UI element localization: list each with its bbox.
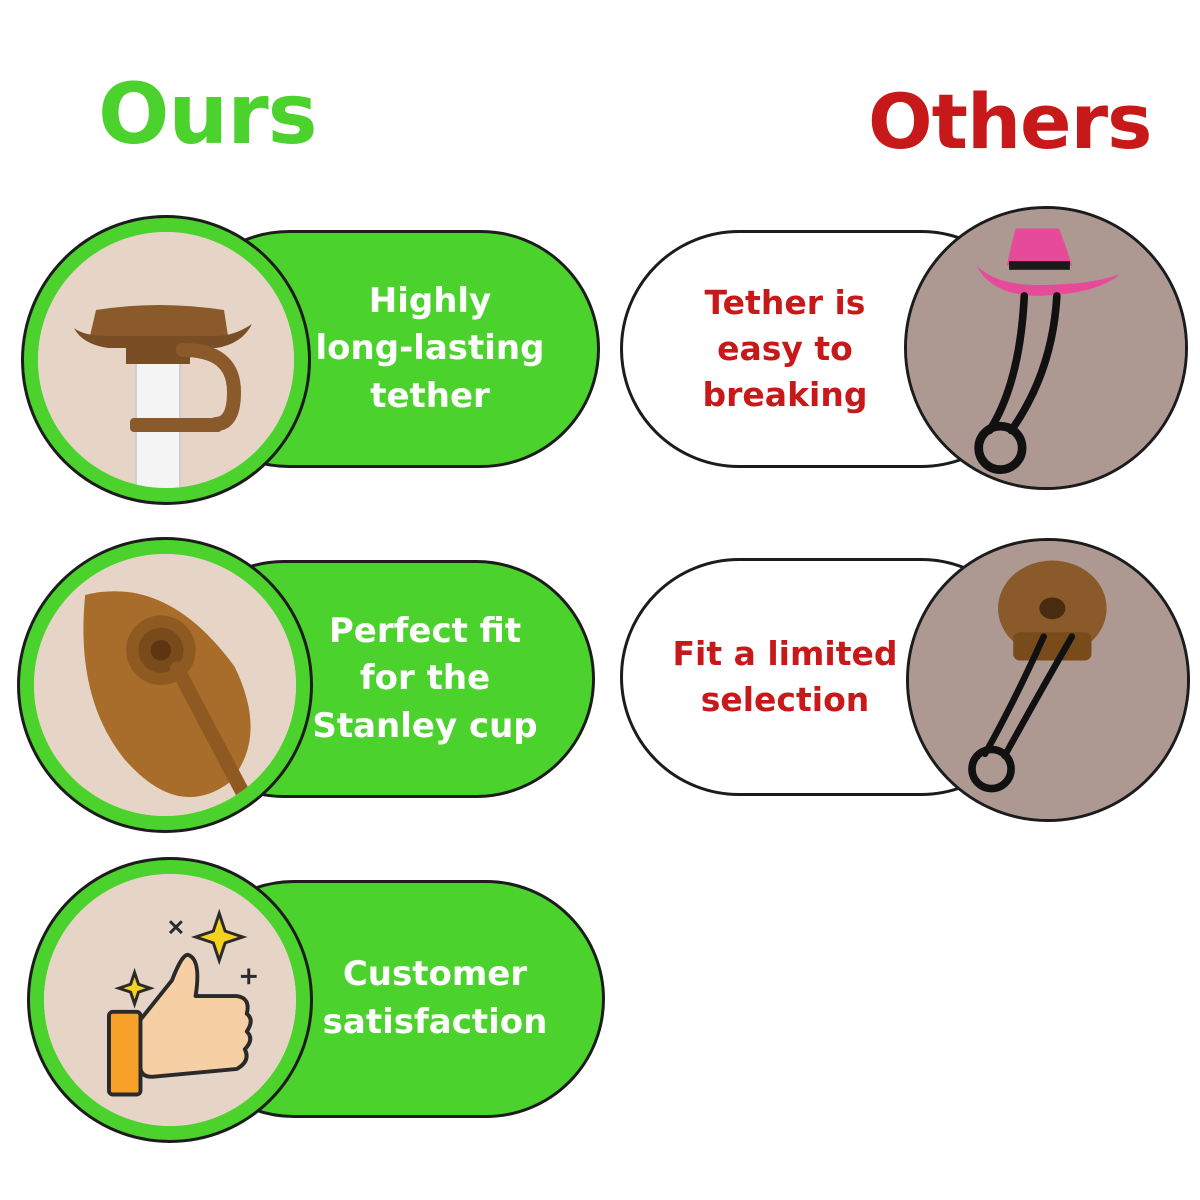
feature-text-line: Stanley cup [312,705,538,746]
ours-heading: Ours [98,65,318,163]
feature-text-line: Fit a limited [672,633,898,673]
feature-text-line: long-lasting [315,328,545,369]
feature-text-line: Perfect fit [328,610,522,651]
feature-text-line: selection [700,680,870,719]
feature-text-line: tether [370,375,490,416]
pink-cowboy-hat-black-tether-icon [904,206,1188,490]
thumbs-up-sparkles-icon [30,860,310,1140]
feature-text-line: easy to [717,328,853,368]
feature-text-line: Customer [342,954,528,995]
others-heading: Others [868,77,1152,166]
feature-text-line: for the [359,658,491,699]
brown-cap-black-tether-icon [906,538,1190,822]
feature-text-line: Tether is [704,282,866,322]
brown-cowboy-hat-straw-topper-icon [24,218,308,502]
feature-text-line: breaking [702,375,868,415]
feature-text-line: satisfaction [322,1002,548,1042]
brown-hat-underside-icon [20,540,310,830]
feature-text-line: Highly [368,280,492,321]
